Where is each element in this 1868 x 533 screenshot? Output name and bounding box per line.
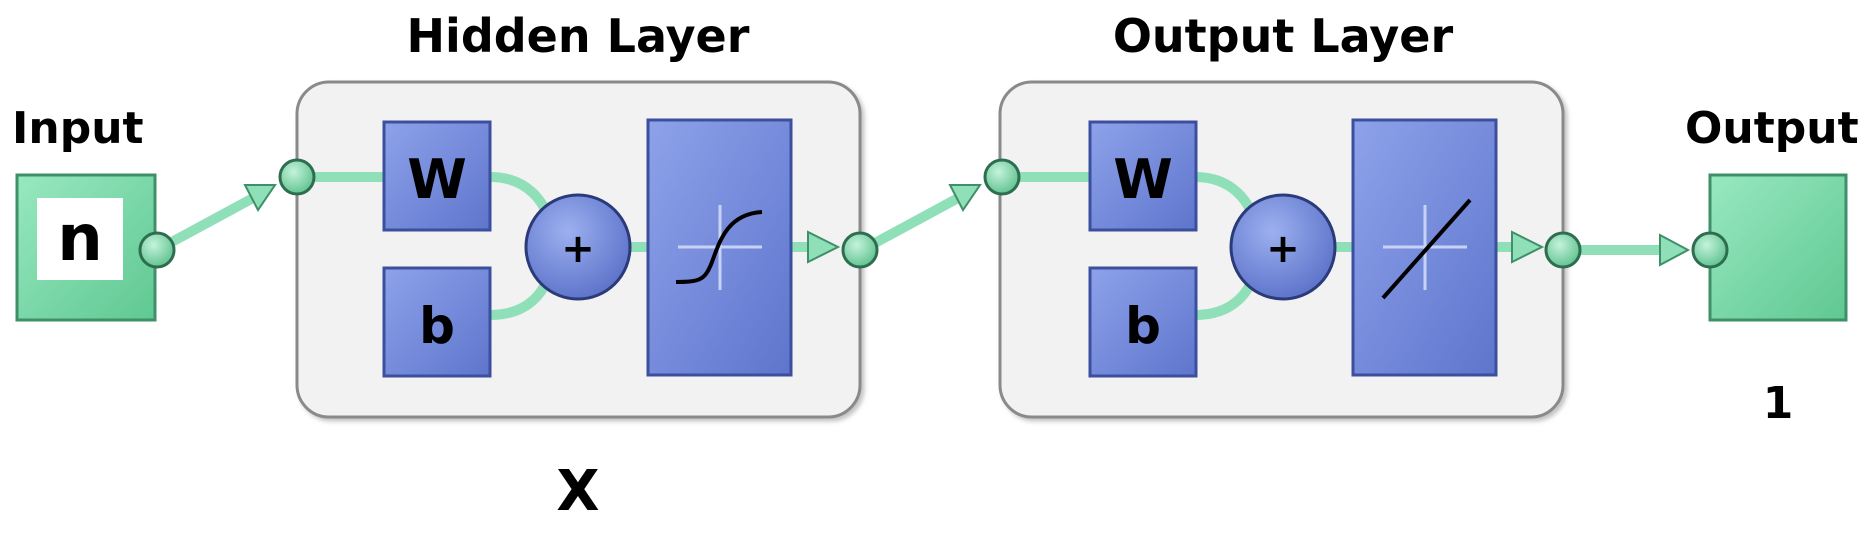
- arrow-output-transfer-icon: [1511, 230, 1545, 264]
- arrow-to-output-icon: [1659, 233, 1691, 267]
- input-output-connector-icon: [138, 231, 176, 269]
- input-symbol-box: [37, 198, 123, 280]
- hidden-layer-size: X: [556, 459, 599, 524]
- linear-transfer-icon: [1381, 198, 1472, 300]
- output-bias-block: [1088, 266, 1198, 378]
- hidden-bias-block: [382, 266, 492, 378]
- output-layer-title: Output Layer: [1113, 9, 1454, 63]
- output-sum-node: [1229, 193, 1337, 301]
- hidden-sum-node: [524, 193, 632, 301]
- input-symbol: n: [57, 202, 103, 276]
- hidden-output-connector-icon: [841, 231, 879, 269]
- hidden-weight-block: [382, 120, 492, 232]
- hidden-sum-label: +: [561, 226, 595, 272]
- output-size: 1: [1763, 378, 1794, 429]
- output-weight-block: [1088, 120, 1198, 232]
- arrow-hidden-transfer-icon: [807, 230, 841, 264]
- output-layer-output-connector-icon: [1544, 231, 1582, 269]
- output-layer-input-connector-icon: [983, 158, 1021, 196]
- arrowheads: [243, 184, 1691, 267]
- hidden-weight-label: W: [407, 148, 467, 211]
- hidden-layer-title: Hidden Layer: [407, 9, 750, 63]
- output-sum-label: +: [1266, 226, 1300, 272]
- output-bias-label: b: [1125, 297, 1161, 355]
- output-weight-label: W: [1113, 148, 1173, 211]
- output-box: [1708, 173, 1848, 322]
- arrow-hidden-to-output-icon: [948, 184, 982, 212]
- hidden-input-connector-icon: [278, 158, 316, 196]
- sigmoid-transfer-icon: [675, 205, 763, 290]
- hidden-bias-label: b: [419, 297, 455, 355]
- output-label: Output: [1685, 103, 1859, 154]
- arrow-input-to-hidden-icon: [243, 184, 277, 212]
- input-label: Input: [12, 103, 144, 154]
- output-input-connector-icon: [1691, 231, 1729, 269]
